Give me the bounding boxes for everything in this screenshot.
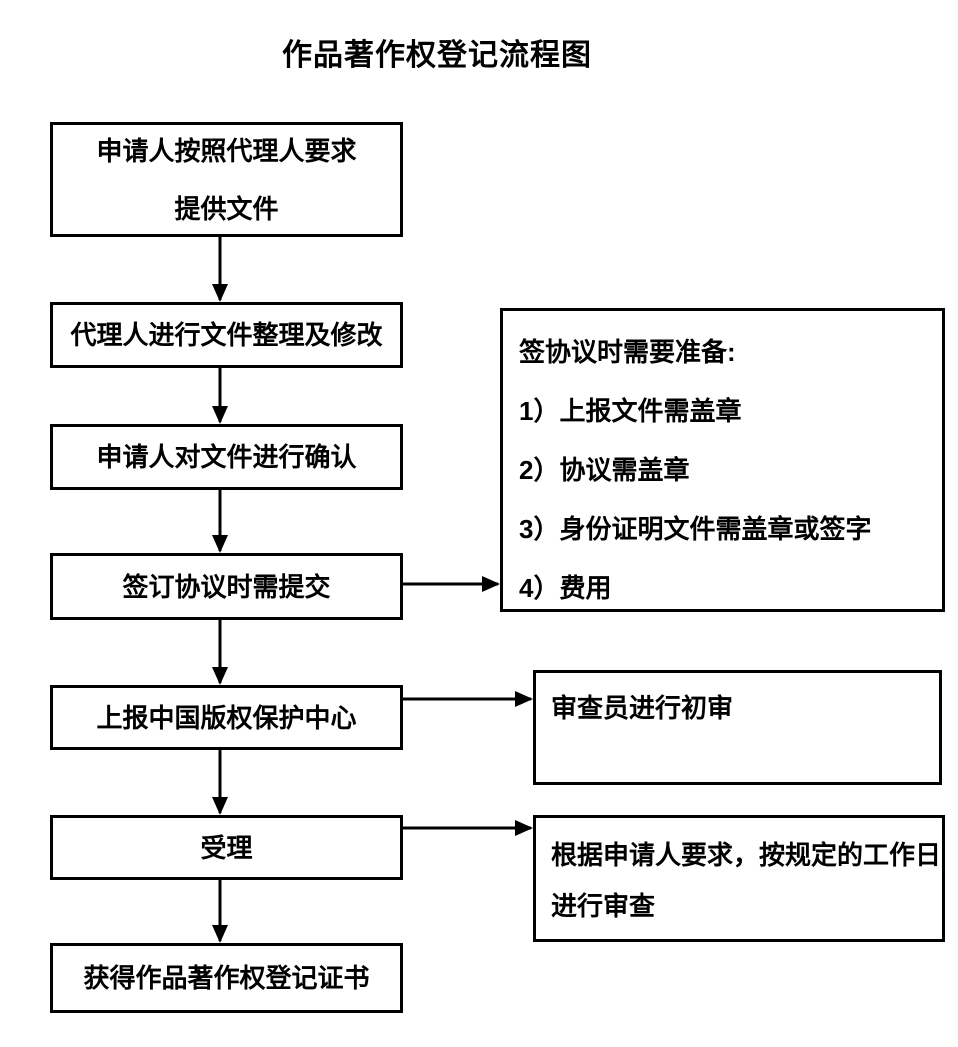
note-line: 2）协议需盖章 [519, 455, 690, 485]
note-line: 1）上报文件需盖章 [519, 396, 742, 426]
page-title: 作品著作权登记流程图 [282, 39, 592, 72]
flow-step-sign-agreement-submit: 签订协议时需提交 [50, 553, 403, 620]
note-line: 4）费用 [519, 573, 612, 603]
step-label-line: 申请人按照代理人要求 [96, 135, 357, 166]
note-line: 签协议时需要准备: [519, 337, 736, 367]
flow-step-acceptance: 受理 [50, 815, 403, 880]
note-line: 3）身份证明文件需盖章或签字 [519, 514, 872, 544]
step-label-line: 上报中国版权保护中心 [96, 702, 357, 733]
note-review-schedule: 根据申请人要求，按规定的工作日 进行审查 [533, 815, 945, 942]
flow-step-agent-organize-files: 代理人进行文件整理及修改 [50, 302, 403, 368]
step-label-line: 受理 [200, 832, 253, 863]
step-label-line: 申请人对文件进行确认 [96, 442, 357, 472]
flow-step-provide-documents: 申请人按照代理人要求 提供文件 [50, 122, 403, 237]
step-label-line: 签订协议时需提交 [122, 571, 331, 602]
step-label-line: 获得作品著作权登记证书 [83, 963, 370, 993]
flow-step-applicant-confirm-files: 申请人对文件进行确认 [50, 424, 403, 490]
flow-step-report-copyright-center: 上报中国版权保护中心 [50, 685, 403, 750]
note-line: 进行审查 [551, 891, 656, 921]
note-line: 根据申请人要求，按规定的工作日 [551, 840, 942, 870]
flow-step-obtain-certificate: 获得作品著作权登记证书 [50, 943, 403, 1013]
note-line: 审查员进行初审 [551, 693, 734, 723]
note-agreement-preparation: 签协议时需要准备: 1）上报文件需盖章 2）协议需盖章 3）身份证明文件需盖章或… [500, 308, 945, 612]
step-label-line: 提供文件 [174, 193, 279, 224]
step-label-line: 代理人进行文件整理及修改 [70, 320, 383, 350]
note-preliminary-review: 审查员进行初审 [533, 670, 942, 785]
